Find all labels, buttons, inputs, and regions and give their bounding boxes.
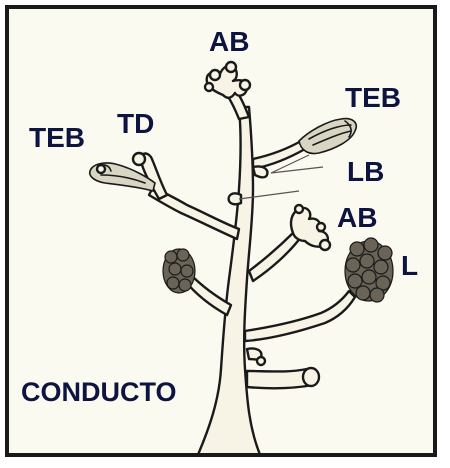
lower-right-stub-cap: [303, 368, 319, 386]
lobule-right: [345, 238, 393, 302]
label-ab-top: AB: [209, 26, 249, 57]
label-teb-left: TEB: [29, 122, 85, 153]
lobule-left: [163, 249, 195, 293]
main-duct-trunk: [197, 107, 261, 457]
diagram-frame: AB TEB TEB TD LB AB L CONDUCTO: [5, 5, 437, 457]
mammary-gland-diagram: AB TEB TEB TD LB AB L CONDUCTO: [9, 9, 437, 457]
label-conducto: CONDUCTO: [21, 377, 177, 407]
label-ab-mid: AB: [337, 202, 377, 233]
label-lb: LB: [347, 156, 384, 187]
right-middle-branch: [249, 231, 301, 281]
label-teb-right: TEB: [345, 82, 401, 113]
right-lower-branch: [245, 291, 355, 341]
label-td: TD: [117, 108, 154, 139]
label-l: L: [401, 250, 418, 281]
right-upper-branch: [253, 141, 305, 169]
lateral-bud-upper: [253, 166, 267, 177]
top-alveolar-bud: [205, 62, 250, 98]
terminal-duct-tip: [133, 153, 145, 165]
